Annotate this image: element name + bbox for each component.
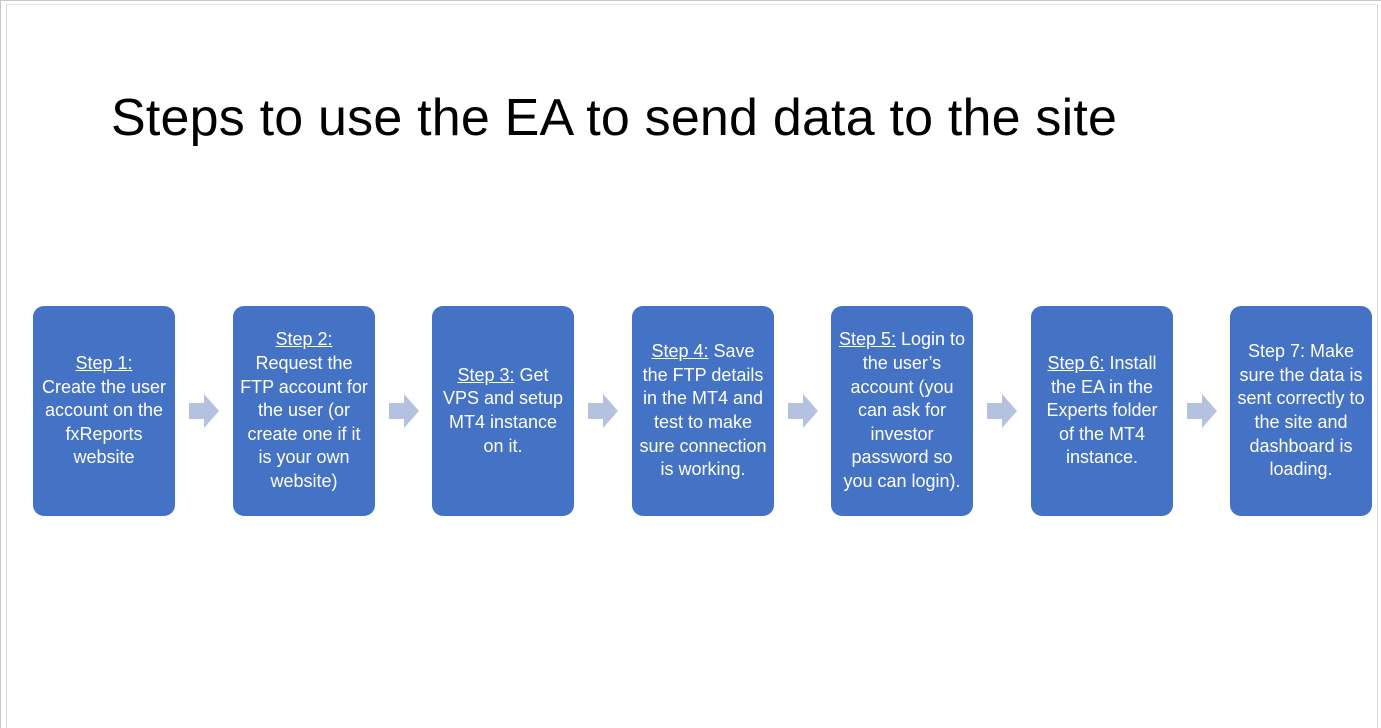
step-4-label: Step 4: xyxy=(651,341,709,362)
step-5-text: Login to the user’s account (you can ask… xyxy=(843,329,966,491)
step-4-text: Save the FTP details in the MT4 and test… xyxy=(639,341,767,480)
step-7-text: Step 7: Make sure the data is sent corre… xyxy=(1237,341,1365,480)
step-1-box: Step 1: Create the user account on the f… xyxy=(33,306,175,516)
step-3-box: Step 3: Get VPS and setup MT4 instance o… xyxy=(432,306,574,516)
right-arrow-icon xyxy=(1187,394,1217,428)
step-5-box: Step 5: Login to the user’s account (you… xyxy=(831,306,973,516)
step-1-text: Create the user account on the fxReports… xyxy=(41,376,167,468)
step-4-box: Step 4: Save the FTP details in the MT4 … xyxy=(632,306,774,516)
slide-frame xyxy=(6,4,1378,728)
step-3-text: Get VPS and setup MT4 instance on it. xyxy=(442,364,564,456)
step-6-box: Step 6: Install the EA in the Experts fo… xyxy=(1031,306,1173,516)
step-6-text: Install the EA in the Experts folder of … xyxy=(1046,353,1158,468)
slide-title: Steps to use the EA to send data to the … xyxy=(111,89,1118,147)
step-5-label: Step 5: xyxy=(838,329,896,350)
step-7-box: Step 7: Make sure the data is sent corre… xyxy=(1230,306,1372,516)
right-arrow-icon xyxy=(987,394,1017,428)
step-2-text: Request the FTP account for the user (or… xyxy=(240,353,368,491)
right-arrow-icon xyxy=(588,394,618,428)
step-1-label: Step 1: xyxy=(75,353,133,374)
step-3-label: Step 3: xyxy=(457,364,515,385)
right-arrow-icon xyxy=(189,394,219,428)
step-2-label: Step 2: xyxy=(275,329,333,350)
step-6-label: Step 6: xyxy=(1047,353,1105,374)
step-2-box: Step 2: Request the FTP account for the … xyxy=(233,306,375,516)
right-arrow-icon xyxy=(389,394,419,428)
right-arrow-icon xyxy=(788,394,818,428)
